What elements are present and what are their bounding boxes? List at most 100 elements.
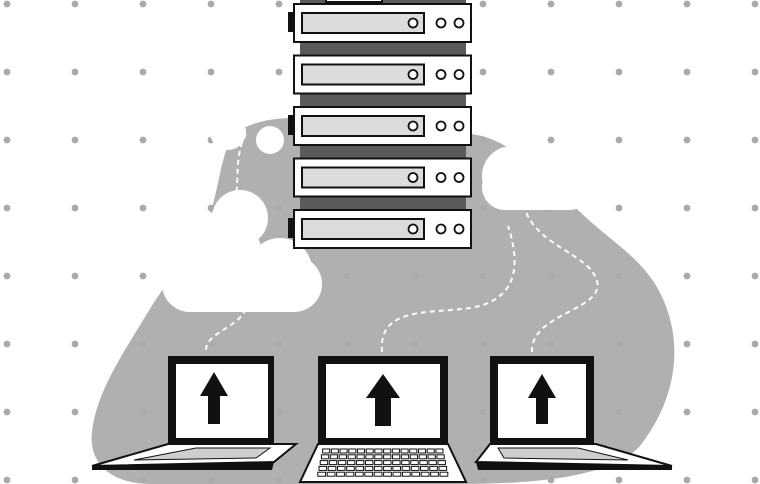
upload-arrow-icon [366, 374, 400, 426]
key [322, 448, 331, 454]
key [318, 465, 328, 471]
cloud-icon [210, 114, 284, 154]
status-led [453, 223, 465, 235]
key [392, 460, 401, 466]
key [373, 465, 383, 471]
key [411, 471, 421, 477]
key [326, 471, 336, 477]
key [400, 448, 409, 454]
status-led [435, 172, 447, 183]
server-rack-icon [288, 0, 472, 249]
key [417, 448, 427, 454]
upload-arrow-icon [528, 374, 556, 424]
key [374, 448, 383, 454]
key [356, 454, 365, 460]
key [392, 465, 401, 471]
key [436, 454, 445, 460]
laptop-right [473, 356, 673, 470]
key [410, 465, 420, 471]
key [329, 454, 339, 460]
key [337, 460, 347, 466]
status-led [453, 17, 465, 29]
key [319, 460, 329, 466]
key [439, 471, 449, 477]
key [365, 448, 374, 454]
key [373, 471, 383, 477]
upload-arrow-icon [200, 372, 228, 424]
status-led [435, 120, 447, 132]
server-unit [288, 3, 472, 43]
key [420, 471, 430, 477]
status-led [453, 69, 465, 80]
status-led [435, 223, 447, 235]
connection-left-laptop [205, 133, 248, 351]
key [383, 454, 392, 460]
key [430, 471, 439, 477]
key [438, 465, 448, 471]
key [355, 465, 365, 471]
key [328, 460, 338, 466]
key [383, 465, 392, 471]
key [426, 448, 435, 454]
key [401, 460, 410, 466]
keyboard-grid [317, 448, 449, 477]
key [356, 448, 366, 454]
key [355, 460, 365, 466]
key [409, 448, 418, 454]
key [330, 448, 339, 454]
status-led [453, 120, 465, 132]
key [420, 465, 429, 471]
cloud-icon [162, 190, 322, 312]
key [383, 460, 392, 466]
cloud-icon [482, 146, 592, 210]
server-unit [293, 54, 472, 95]
key [365, 454, 374, 460]
server-unit [293, 157, 472, 198]
key [347, 454, 356, 460]
key [374, 460, 383, 466]
key [383, 448, 392, 454]
key [391, 448, 400, 454]
laptop-left [91, 356, 299, 470]
key [354, 471, 364, 477]
status-led [435, 17, 447, 29]
key [327, 465, 337, 471]
key [428, 460, 437, 466]
key [364, 465, 374, 471]
laptop-icon [91, 356, 299, 470]
key [364, 471, 374, 477]
key [364, 460, 374, 466]
key [336, 471, 345, 477]
status-led [435, 69, 447, 80]
key [317, 471, 327, 477]
server-unit [288, 106, 472, 146]
key [346, 460, 356, 466]
connection-center-laptop [380, 225, 516, 353]
key [346, 465, 355, 471]
key [320, 454, 330, 460]
key [419, 460, 428, 466]
key [339, 448, 348, 454]
key [374, 454, 383, 460]
key [338, 454, 347, 460]
key [401, 471, 411, 477]
key [410, 460, 419, 466]
key [429, 465, 438, 471]
key [435, 448, 444, 454]
server-unit [288, 209, 472, 249]
status-led [453, 172, 465, 183]
key [391, 454, 401, 460]
key [348, 448, 357, 454]
key [427, 454, 436, 460]
laptop-center [298, 356, 468, 483]
connection-right-laptop [519, 161, 599, 353]
key [418, 454, 427, 460]
key [336, 465, 346, 471]
network-connections [205, 133, 599, 353]
key [437, 460, 446, 466]
key [401, 465, 411, 471]
laptop-icon [298, 356, 468, 483]
key [409, 454, 419, 460]
key [345, 471, 355, 477]
